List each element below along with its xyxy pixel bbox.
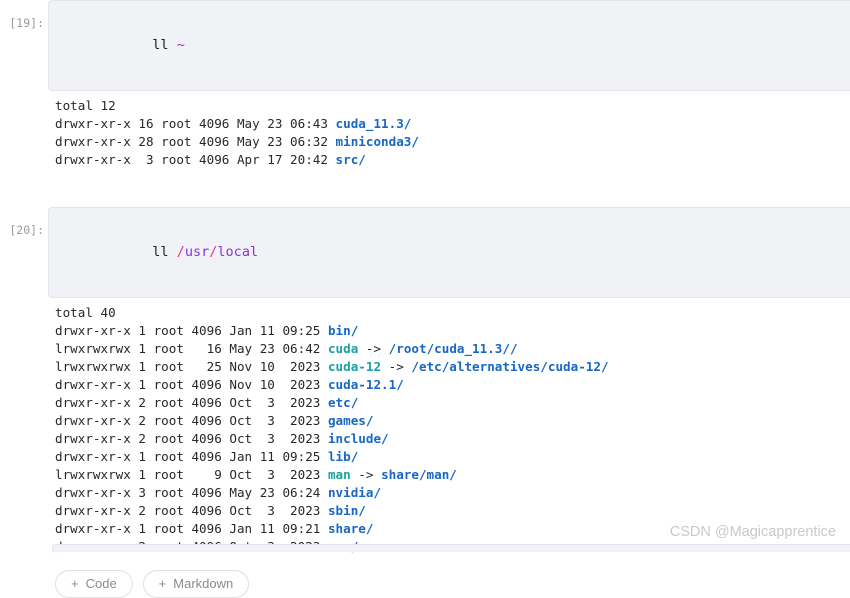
output-total-line: total 40 [55,305,116,320]
cell-output-area: total 12 drwxr-xr-x 16 root 4096 May 23 0… [48,91,850,169]
listing-metadata: lrwxrwxrwx 1 root 16 May 23 06:42 [55,341,328,356]
directory-listing-row: drwxr-xr-x 2 root 4096 Oct 3 2023 etc/ [55,394,850,412]
path-separator: / [209,244,218,260]
listing-metadata: drwxr-xr-x 3 root 4096 May 23 06:24 [55,485,328,500]
directory-name: cuda_11.3/ [335,116,412,131]
cell-prompt-label: [19]: [9,16,44,30]
directory-listing-row: lrwxrwxrwx 1 root 16 May 23 06:42 cuda -… [55,340,850,358]
add-markdown-cell-button[interactable]: + Markdown [142,570,250,598]
listing-metadata: drwxr-xr-x 2 root 4096 Oct 3 2023 [55,413,328,428]
symlink-target: /etc/alternatives/cuda-12/ [411,359,609,374]
path-segment-char: l [249,244,259,260]
symlink-arrow: -> [358,341,389,356]
symlink-target: share/man/ [381,467,457,482]
directory-listing-row: drwxr-xr-x 1 root 4096 Jan 11 09:25 bin/ [55,322,850,340]
watermark-text: CSDN @Magicapprentice [669,524,836,540]
cell-spacer [0,169,850,207]
listing-metadata: lrwxrwxrwx 1 root 25 Nov 10 2023 [55,359,328,374]
directory-name: sbin/ [327,503,366,518]
code-token-command: ll [152,37,169,53]
code-token-argument: /usr/local [177,244,258,260]
path-segment-char: l [217,244,226,260]
directory-name: src/ [335,152,366,167]
directory-name: cuda-12.1/ [327,377,404,392]
cell-input-row: [19]: ll ~ [0,0,850,91]
code-line: ll ~ [71,17,850,74]
code-token-command: ll [152,244,169,260]
directory-name: lib/ [327,449,359,464]
listing-metadata: drwxr-xr-x 2 root 4096 Oct 3 2023 [55,431,328,446]
directory-listing-row: drwxr-xr-x 2 root 4096 Oct 3 2023 includ… [55,430,850,448]
directory-listing-row: drwxr-xr-x 28 root 4096 May 23 06:32 min… [55,133,850,151]
directory-listing-row: drwxr-xr-x 3 root 4096 May 23 06:24 nvid… [55,484,850,502]
cell-output-row: total 40 drwxr-xr-x 1 root 4096 Jan 11 09… [0,298,850,556]
add-code-cell-button[interactable]: + Code [55,570,133,598]
cell-prompt-label: [20]: [9,223,44,237]
symlink-name: cuda-12 [327,359,382,374]
directory-listing-row: lrwxrwxrwx 1 root 25 Nov 10 2023 cuda-12… [55,358,850,376]
add-markdown-cell-label: Markdown [173,576,234,591]
directory-name: share/ [327,521,374,536]
symlink-name: cuda [327,341,359,356]
directory-listing-row: lrwxrwxrwx 1 root 9 Oct 3 2023 man -> sh… [55,466,850,484]
directory-listing-row: drwxr-xr-x 1 root 4096 Nov 10 2023 cuda-… [55,376,850,394]
listing-metadata: drwxr-xr-x 2 root 4096 Oct 3 2023 [55,503,328,518]
code-line: ll /usr/local [71,224,850,281]
cell-input-row: [20]: ll /usr/local [0,207,850,298]
directory-name: etc/ [327,395,359,410]
listing-metadata: drwxr-xr-x 2 root 4096 Oct 3 2023 [55,395,328,410]
path-segment-char: o [225,244,234,260]
listing-metadata: drwxr-xr-x 1 root 4096 Nov 10 2023 [55,377,328,392]
directory-name: miniconda3/ [335,134,419,149]
listing-metadata: lrwxrwxrwx 1 root 9 Oct 3 2023 [55,467,328,482]
next-empty-cell[interactable] [52,544,850,552]
directory-name: nvidia/ [327,485,382,500]
path-segment-char: a [241,244,250,260]
path-segment-char: c [233,244,242,260]
symlink-arrow: -> [350,467,382,482]
code-editor-area[interactable]: ll /usr/local [48,207,850,298]
code-token-argument: ~ [176,37,185,53]
directory-listing-row: drwxr-xr-x 16 root 4096 May 23 06:43 cud… [55,115,850,133]
plus-icon: + [71,576,79,591]
directory-listing-row: drwxr-xr-x 1 root 4096 Jan 11 09:21 shar… [55,520,850,538]
code-editor-area[interactable]: ll ~ [48,0,850,91]
symlink-target: /root/cuda_11.3// [388,341,518,356]
directory-listing-row: drwxr-xr-x 2 root 4096 Oct 3 2023 sbin/ [55,502,850,520]
listing-metadata: drwxr-xr-x 1 root 4096 Jan 11 09:21 [55,521,328,536]
path-separator: / [176,244,185,260]
cell-output-area: total 40 drwxr-xr-x 1 root 4096 Jan 11 09… [48,298,850,556]
listing-metadata: drwxr-xr-x 16 root 4096 May 23 06:43 [55,116,336,131]
notebook-cell: [19]: ll ~ total 12 drwxr-xr-x 16 root 40… [0,0,850,169]
add-code-cell-label: Code [85,576,117,591]
plus-icon: + [158,576,167,591]
directory-name: bin/ [327,323,359,338]
output-total-line: total 12 [55,98,116,113]
path-segment-char: s [192,244,202,260]
symlink-arrow: -> [381,359,412,374]
symlink-name: man [327,467,351,482]
directory-listing-row: drwxr-xr-x 1 root 4096 Jan 11 09:25 lib/ [55,448,850,466]
listing-metadata: drwxr-xr-x 28 root 4096 May 23 06:32 [55,134,336,149]
directory-name: games/ [327,413,374,428]
directory-listing-row: drwxr-xr-x 3 root 4096 Apr 17 20:42 src/ [55,151,850,169]
directory-name: include/ [327,431,389,446]
add-cell-toolbar: + Code + Markdown [0,570,850,598]
listing-metadata: drwxr-xr-x 3 root 4096 Apr 17 20:42 [55,152,336,167]
listing-metadata: drwxr-xr-x 1 root 4096 Jan 11 09:25 [55,449,328,464]
path-segment-char: u [184,244,193,260]
cell-output-row: total 12 drwxr-xr-x 16 root 4096 May 23 0… [0,91,850,169]
path-segment-char: r [201,244,210,260]
directory-listing-row: drwxr-xr-x 2 root 4096 Oct 3 2023 games/ [55,412,850,430]
listing-metadata: drwxr-xr-x 1 root 4096 Jan 11 09:25 [55,323,328,338]
